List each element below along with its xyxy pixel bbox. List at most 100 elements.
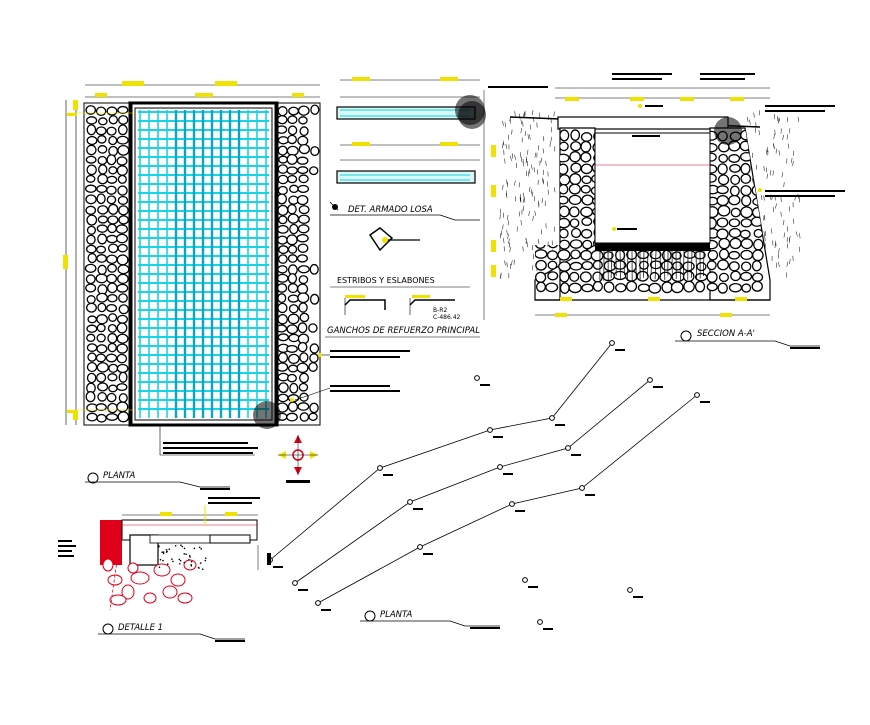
- stone-shape: [570, 249, 581, 260]
- stone-shape: [87, 315, 97, 324]
- ground-hatch-stroke: [786, 134, 788, 140]
- stone-shape: [108, 145, 119, 157]
- stake-stroke: [683, 250, 685, 280]
- stone-shape: [289, 223, 299, 235]
- stone-shape: [716, 195, 730, 207]
- ground-hatch-stroke: [538, 200, 540, 206]
- stone-shape: [592, 271, 603, 283]
- stone-shape: [750, 152, 763, 164]
- aggregate-dot: [179, 559, 182, 562]
- stone-shape: [107, 373, 118, 382]
- stone-shape: [86, 333, 96, 343]
- stone-shape: [661, 281, 673, 294]
- ground-hatch-stroke: [520, 127, 522, 134]
- section-marker-icon: [102, 623, 114, 635]
- stone-shape: [535, 239, 546, 249]
- station-point: [497, 464, 503, 470]
- station-tag: [633, 596, 643, 598]
- ground-hatch-stroke: [764, 235, 766, 242]
- stone-shape: [117, 174, 127, 184]
- stone-shape: [308, 412, 318, 421]
- stone-shape: [558, 228, 569, 239]
- stake-stroke: [643, 250, 645, 278]
- station-point: [474, 375, 480, 381]
- stone-shape: [580, 163, 593, 175]
- stone-shape: [308, 362, 318, 372]
- stone-shape: [580, 140, 592, 153]
- stone-shape: [559, 282, 570, 294]
- stone-shape: [85, 391, 96, 403]
- stone-shape: [277, 235, 288, 245]
- stone-shape: [296, 156, 309, 165]
- station-tag: [653, 386, 663, 388]
- stone-shape: [683, 249, 696, 259]
- stake-stroke: [650, 250, 653, 276]
- stone-shape: [277, 302, 288, 314]
- stone-shape: [297, 135, 309, 146]
- ground-hatch-stroke: [542, 177, 544, 183]
- stone-shape: [84, 263, 97, 273]
- stone-shape: [546, 216, 557, 229]
- ground-hatch-stroke: [524, 130, 527, 137]
- plan-view: [63, 81, 410, 456]
- stone-shape: [299, 372, 309, 384]
- stone-shape: [297, 166, 309, 175]
- stone-shape: [97, 135, 107, 144]
- stone-shape: [546, 226, 560, 238]
- stone-shape: [107, 402, 118, 414]
- aggregate-dot: [162, 551, 165, 553]
- stone-shape: [545, 282, 559, 293]
- ground-hatch-stroke: [523, 197, 525, 203]
- stone-shape: [107, 282, 118, 294]
- ganchos-label: GANCHOS DE REFUERZO PRINCIPAL: [327, 326, 480, 336]
- stone-shape: [286, 344, 298, 353]
- stone-shape: [116, 363, 129, 374]
- station-point: [487, 427, 493, 433]
- ground-hatch-stroke: [523, 112, 525, 118]
- stone-shape: [97, 205, 109, 215]
- stone-shape: [277, 145, 288, 156]
- stone-shape: [559, 270, 570, 283]
- stone-shape: [118, 304, 129, 315]
- station-point: [315, 600, 321, 606]
- stone-shape: [107, 342, 117, 353]
- stone-shape: [287, 125, 298, 136]
- stone-shape: [107, 294, 118, 303]
- ground-hatch-stroke: [550, 136, 552, 142]
- stone-shape: [96, 292, 108, 303]
- stone-shape: [288, 304, 299, 314]
- stone-shape: [717, 282, 728, 294]
- stone-shape: [582, 239, 593, 250]
- stone-shape: [299, 126, 309, 137]
- stone-shape: [559, 129, 570, 142]
- stake-stroke: [654, 250, 657, 280]
- ground-hatch-stroke: [503, 140, 505, 146]
- ground-hatch-stroke: [778, 248, 780, 254]
- stone-shape: [569, 239, 583, 249]
- ground-hatch-stroke: [799, 233, 801, 239]
- aggregate-dot: [204, 557, 207, 560]
- aggregate-dot: [159, 558, 162, 561]
- ground-hatch: [499, 110, 801, 280]
- stone-shape: [86, 116, 98, 125]
- stone-shape: [570, 129, 581, 141]
- ground-hatch-stroke: [502, 120, 504, 126]
- ground-hatch-stroke: [529, 186, 531, 192]
- stone-shape: [97, 302, 107, 313]
- stone-shape: [592, 280, 603, 292]
- stone-shape: [287, 294, 300, 303]
- stone-shape: [569, 261, 583, 271]
- ground-hatch-stroke: [511, 260, 513, 266]
- stone-shape: [85, 205, 97, 215]
- stone-shape: [581, 175, 592, 185]
- station-point: [292, 580, 298, 586]
- aggregate-dot: [181, 545, 184, 548]
- stone-shape: [287, 313, 300, 325]
- ground-hatch-stroke: [502, 238, 505, 244]
- stone-shape: [547, 163, 560, 175]
- stone-shape: [96, 362, 109, 373]
- stone-shape: [558, 141, 569, 152]
- stone-shape: [85, 155, 97, 164]
- station-point: [565, 445, 571, 451]
- stone-shape: [739, 271, 753, 282]
